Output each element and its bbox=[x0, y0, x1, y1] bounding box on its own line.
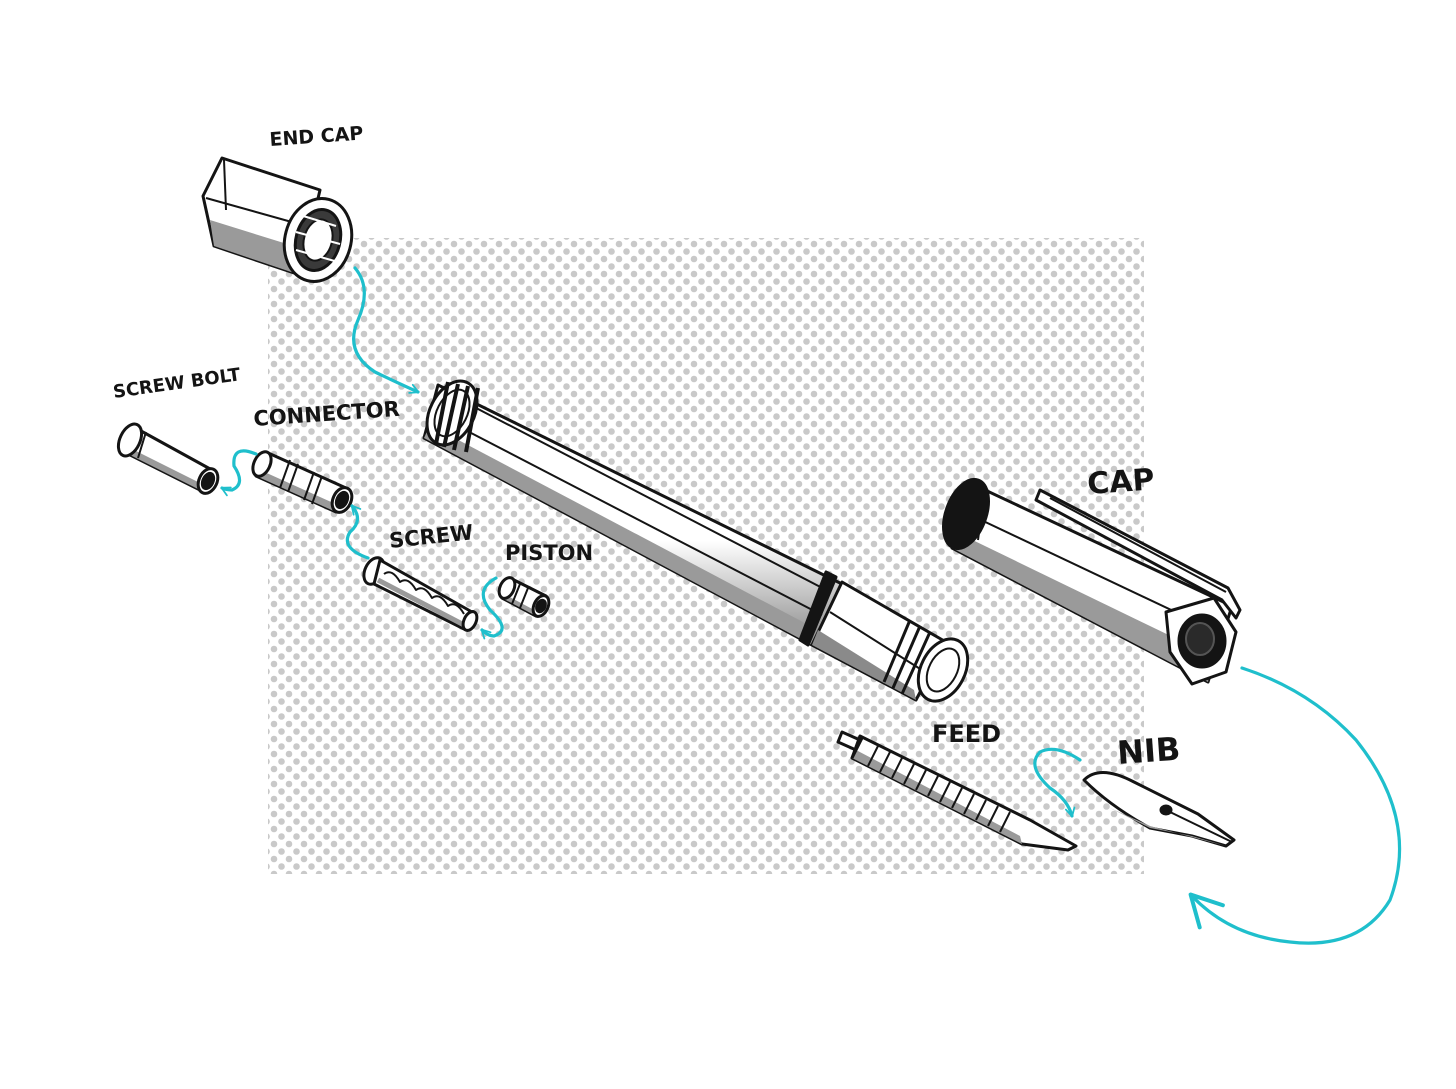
label-screw-bolt: SCREW BOLT bbox=[112, 364, 243, 403]
screw-part bbox=[362, 556, 479, 632]
arrow-end-cap-to-barrel bbox=[352, 266, 420, 394]
piston-part bbox=[497, 576, 551, 618]
label-nib: NIB bbox=[1116, 730, 1182, 772]
label-cap: CAP bbox=[1086, 462, 1156, 502]
arrow-nib-to-feed bbox=[1033, 747, 1082, 818]
connector-part bbox=[251, 450, 354, 514]
feed-part bbox=[836, 730, 1078, 852]
arrow-screw-to-connector bbox=[345, 504, 370, 560]
assembly-arrows bbox=[220, 266, 1402, 945]
part-labels: END CAP SCREW BOLT CONNECTOR SCREW PISTO… bbox=[112, 122, 1182, 771]
arrow-piston-to-screw bbox=[480, 576, 504, 640]
arrow-screw-bolt-to-connector bbox=[220, 449, 258, 497]
barrel bbox=[422, 379, 970, 703]
nib-part bbox=[1082, 771, 1236, 848]
cap-part bbox=[942, 477, 1242, 686]
arrow-cap-to-nib bbox=[1188, 666, 1402, 945]
end-cap-part bbox=[201, 156, 354, 283]
screw-bolt-part bbox=[116, 422, 220, 495]
label-piston: PISTON bbox=[505, 541, 593, 565]
label-end-cap: END CAP bbox=[269, 122, 364, 150]
label-feed: FEED bbox=[932, 720, 1001, 748]
